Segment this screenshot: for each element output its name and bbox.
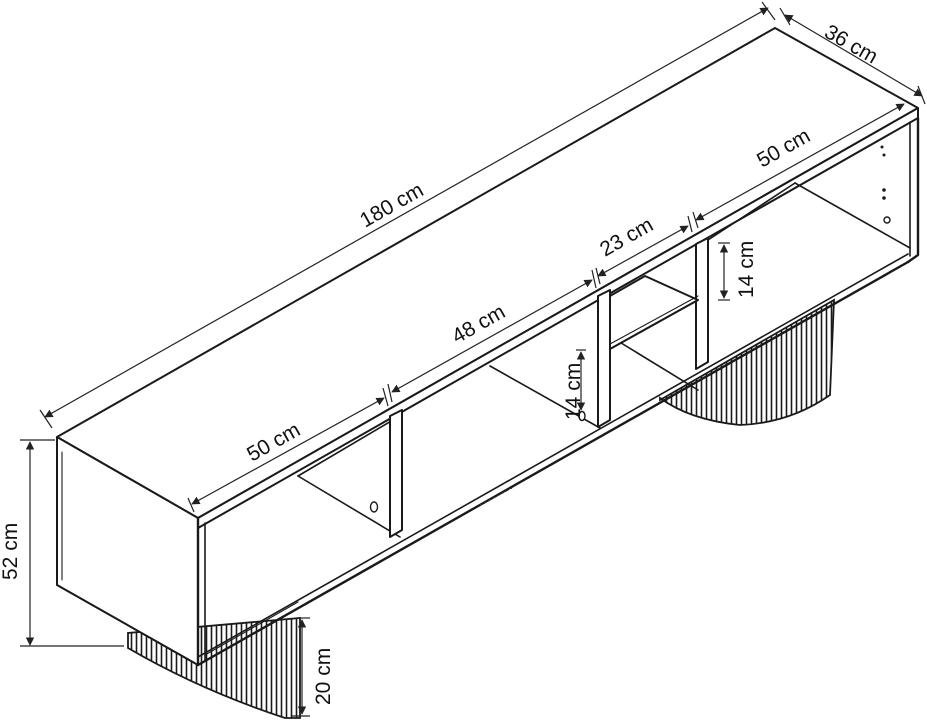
dimension-small-section xyxy=(595,215,693,285)
label-height: 52 cm xyxy=(0,523,22,580)
divider-1 xyxy=(369,409,403,538)
dimension-middle-section xyxy=(387,269,597,403)
dimension-left-section xyxy=(187,387,389,513)
dimension-depth xyxy=(779,7,926,105)
label-shelf-height-right: 14 cm xyxy=(735,241,758,298)
divider-3 xyxy=(695,237,709,370)
dimension-shelf-height-right xyxy=(718,242,730,301)
dimension-right-section xyxy=(692,103,905,229)
dimension-total-width xyxy=(39,1,776,429)
label-shelf-height-middle: 14 cm xyxy=(562,363,585,420)
dimension-height xyxy=(20,439,124,647)
dotted-marks xyxy=(479,487,513,506)
cabinet-top xyxy=(56,27,919,519)
label-leg-height: 20 cm xyxy=(312,648,335,705)
label-total-width: 180 cm xyxy=(356,178,427,232)
dimension-leg-height xyxy=(292,617,310,717)
shelf-pin-holes xyxy=(880,145,891,224)
dimension-shelf-height-middle xyxy=(576,349,586,411)
